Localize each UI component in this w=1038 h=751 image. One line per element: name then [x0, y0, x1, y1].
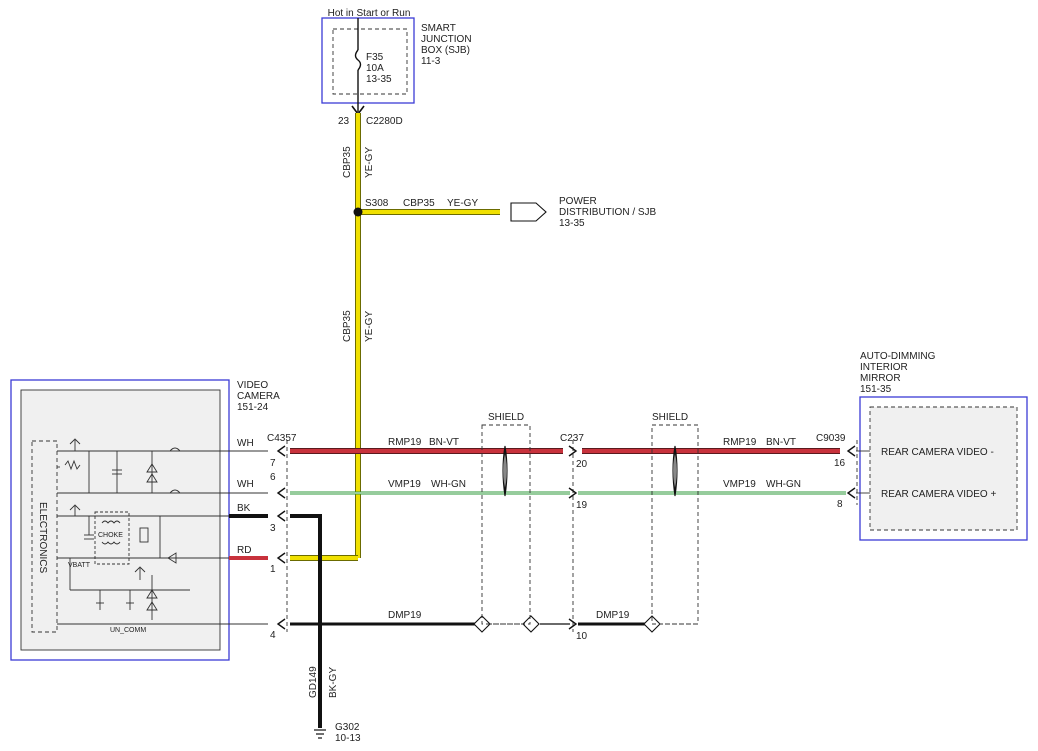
camera-pin-7: 7	[270, 458, 276, 469]
c237-pin-arrows	[568, 445, 578, 630]
camera-pin-7-color: WH	[237, 438, 254, 449]
shield-2-label: SHIELD	[652, 412, 688, 423]
yellow-wire-cbp35[interactable]	[290, 113, 500, 561]
camera-pin-1-color: RD	[237, 545, 251, 556]
mirror-pin-arrows	[846, 445, 856, 499]
fuse-symbol	[354, 49, 362, 71]
fuse-label-line-3: 13-35	[366, 74, 392, 85]
sjb-feed-label: Hot in Start or Run	[328, 8, 411, 19]
c237-id: C237	[560, 433, 584, 444]
camera-connector-id: C4357	[267, 433, 297, 444]
electronics-label: ELECTRONICS	[37, 502, 48, 573]
uncomm-label: UN_COMM	[110, 627, 146, 634]
fuse-label-line-2: 10A	[366, 63, 384, 74]
mirror-pin-16: 16	[834, 458, 846, 469]
vmp-left-color: WH-GN	[431, 479, 466, 490]
camera-pin-6: 6	[270, 472, 276, 483]
ground-wire-color: BK-GY	[328, 667, 339, 698]
sjb-border	[321, 17, 415, 104]
c237-pin-19: 19	[576, 500, 588, 511]
power-dist-line-3: 13-35	[559, 218, 585, 229]
ground-id: G302	[335, 722, 360, 733]
camera-pin-4: 4	[270, 630, 276, 641]
ground-wire-gd149[interactable]	[290, 514, 322, 728]
lower-wire-circuit: CBP35	[342, 310, 353, 342]
rmp-left-name: RMP19	[388, 437, 422, 448]
sjb-title-line-2: JUNCTION	[421, 34, 472, 45]
camera-title-line-3: 151-24	[237, 402, 269, 413]
mirror-pin-8: 8	[837, 499, 843, 510]
vbatt-label: VBATT	[68, 562, 91, 569]
dmp-left-name: DMP19	[388, 610, 422, 621]
vmp-right-color: WH-GN	[766, 479, 801, 490]
drain-wire-symbols	[473, 615, 661, 633]
power-dist-line-1: POWER	[559, 196, 597, 207]
ground-circuit: GD149	[308, 666, 319, 698]
c237-pin-20: 20	[576, 459, 588, 470]
splice-wire-color: YE-GY	[447, 198, 478, 209]
c237-pin-10: 10	[576, 631, 588, 642]
rmp-left-color: BN-VT	[429, 437, 459, 448]
upper-wire-circuit: CBP35	[342, 146, 353, 178]
sjb-pin-number: 23	[338, 116, 350, 127]
rmp-right-name: RMP19	[723, 437, 757, 448]
ground-icon	[314, 729, 326, 739]
mirror-title-line-3: MIRROR	[860, 373, 901, 384]
splice-point	[353, 207, 363, 217]
mirror-signal-1: REAR CAMERA VIDEO -	[881, 447, 994, 458]
shield-1[interactable]	[481, 424, 531, 625]
rmp-right-color: BN-VT	[766, 437, 796, 448]
smart-junction-box[interactable]	[321, 17, 415, 104]
mirror-title-line-4: 151-35	[860, 384, 892, 395]
electronics-block	[31, 440, 58, 633]
power-dist-line-2: DISTRIBUTION / SJB	[559, 207, 657, 218]
sjb-connector-id: C2280D	[366, 116, 403, 127]
fuse-label-line-1: F35	[366, 52, 384, 63]
shield-1-label: SHIELD	[488, 412, 524, 423]
sjb-title-line-1: SMART	[421, 23, 456, 34]
camera-pin-3: 3	[270, 523, 276, 534]
mirror-inner-panel	[869, 406, 1018, 531]
vmp-left-name: VMP19	[388, 479, 421, 490]
dmp-right-name: DMP19	[596, 610, 630, 621]
camera-pin-6-color: WH	[237, 479, 254, 490]
shield-2[interactable]	[651, 424, 699, 625]
sjb-title-line-3: BOX (SJB)	[421, 45, 470, 56]
camera-pin-1: 1	[270, 564, 276, 575]
mirror-title-line-1: AUTO-DIMMING	[860, 351, 936, 362]
sjb-inner-border	[332, 28, 408, 95]
splice-id: S308	[365, 198, 389, 209]
vmp-right-name: VMP19	[723, 479, 756, 490]
camera-pin-3-color: BK	[237, 503, 251, 514]
upper-wire-color: YE-GY	[364, 147, 375, 178]
choke-label: CHOKE	[98, 532, 123, 539]
ground-ref: 10-13	[335, 733, 361, 744]
power-distribution-connector[interactable]	[510, 202, 547, 222]
sjb-title-line-4: 11-3	[421, 56, 441, 67]
camera-title-line-1: VIDEO	[237, 380, 268, 391]
lower-wire-color: YE-GY	[364, 311, 375, 342]
splice-circuit: CBP35	[403, 198, 435, 209]
camera-title-line-2: CAMERA	[237, 391, 280, 402]
mirror-title-line-2: INTERIOR	[860, 362, 908, 373]
mirror-signal-2: REAR CAMERA VIDEO +	[881, 489, 996, 500]
camera-inner-panel	[20, 389, 221, 651]
mirror-connector-id: C9039	[816, 433, 846, 444]
camera-pin-arrows	[276, 445, 286, 630]
